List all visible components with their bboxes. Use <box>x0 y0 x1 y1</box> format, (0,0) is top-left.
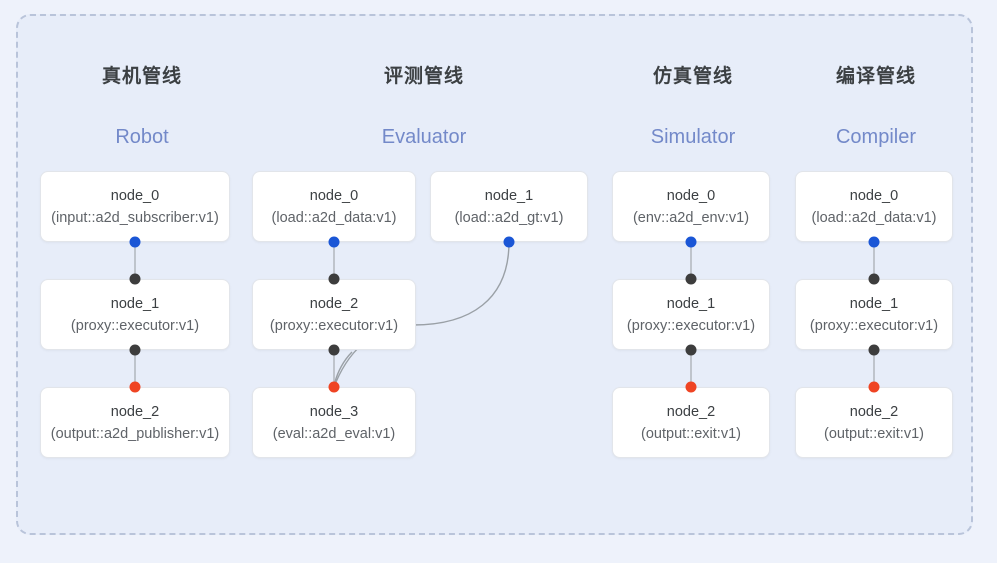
node-label-type: (proxy::executor:v1) <box>809 317 939 334</box>
port-output-robot-0[interactable] <box>129 236 141 248</box>
node-label-type: (env::a2d_env:v1) <box>632 209 750 226</box>
node-label-type: (load::a2d_data:v1) <box>271 209 397 226</box>
column-title-cn-compiler: 编译管线 <box>835 66 916 87</box>
node-label-name: node_2 <box>309 295 359 312</box>
port-output-robot-1[interactable] <box>129 344 141 356</box>
node-label-name: node_0 <box>666 187 716 204</box>
node-evaluator-1[interactable]: node_1 (load::a2d_gt:v1) <box>430 171 588 242</box>
port-input-evaluator-3[interactable] <box>328 381 340 393</box>
column-title-en-simulator: Simulator <box>650 126 736 148</box>
port-output-simulator-0[interactable] <box>685 236 697 248</box>
column-title-cn-simulator: 仿真管线 <box>652 66 733 87</box>
node-label-type: (output::exit:v1) <box>641 425 741 442</box>
port-output-evaluator-0[interactable] <box>328 236 340 248</box>
column-title-en-evaluator: Evaluator <box>381 126 467 148</box>
node-compiler-1[interactable]: node_1 (proxy::executor:v1) <box>795 279 953 350</box>
node-label-type: (input::a2d_subscriber:v1) <box>51 209 219 226</box>
node-label-name: node_2 <box>666 403 716 420</box>
port-output-evaluator-2[interactable] <box>328 344 340 356</box>
port-input-compiler-1[interactable] <box>868 273 880 285</box>
node-label-name: node_1 <box>484 187 534 204</box>
node-label-name: node_0 <box>110 187 160 204</box>
node-label-type: (proxy::executor:v1) <box>269 317 399 334</box>
column-header-robot: 真机管线 Robot <box>42 64 242 150</box>
node-label-type: (output::exit:v1) <box>824 425 924 442</box>
column-header-evaluator: 评测管线 Evaluator <box>324 64 524 150</box>
node-simulator-2[interactable]: node_2 (output::exit:v1) <box>612 387 770 458</box>
column-title-en-robot: Robot <box>115 126 169 148</box>
node-compiler-0[interactable]: node_0 (load::a2d_data:v1) <box>795 171 953 242</box>
node-label-name: node_0 <box>849 187 899 204</box>
port-input-robot-1[interactable] <box>129 273 141 285</box>
node-label-name: node_2 <box>849 403 899 420</box>
node-compiler-2[interactable]: node_2 (output::exit:v1) <box>795 387 953 458</box>
node-label-type: (load::a2d_gt:v1) <box>454 209 564 226</box>
node-label-name: node_2 <box>110 403 160 420</box>
port-output-compiler-1[interactable] <box>868 344 880 356</box>
node-evaluator-0[interactable]: node_0 (load::a2d_data:v1) <box>252 171 416 242</box>
node-label-type: (eval::a2d_eval:v1) <box>272 425 396 442</box>
port-input-simulator-1[interactable] <box>685 273 697 285</box>
column-title-cn-robot: 真机管线 <box>101 66 182 87</box>
node-label-name: node_1 <box>849 295 899 312</box>
port-input-robot-2[interactable] <box>129 381 141 393</box>
node-label-type: (proxy::executor:v1) <box>70 317 200 334</box>
node-robot-1[interactable]: node_1 (proxy::executor:v1) <box>40 279 230 350</box>
node-simulator-0[interactable]: node_0 (env::a2d_env:v1) <box>612 171 770 242</box>
node-label-name: node_1 <box>110 295 160 312</box>
port-input-compiler-2[interactable] <box>868 381 880 393</box>
node-label-name: node_1 <box>666 295 716 312</box>
column-title-en-compiler: Compiler <box>835 126 917 148</box>
port-output-simulator-1[interactable] <box>685 344 697 356</box>
node-label-name: node_0 <box>309 187 359 204</box>
port-input-evaluator-2[interactable] <box>328 273 340 285</box>
column-header-simulator: 仿真管线 Simulator <box>593 64 793 150</box>
column-header-compiler: 编译管线 Compiler <box>776 64 976 150</box>
column-title-cn-evaluator: 评测管线 <box>383 66 464 87</box>
node-label-type: (output::a2d_publisher:v1) <box>50 425 220 442</box>
port-output-compiler-0[interactable] <box>868 236 880 248</box>
node-label-type: (proxy::executor:v1) <box>626 317 756 334</box>
node-label-type: (load::a2d_data:v1) <box>811 209 937 226</box>
port-output-evaluator-1[interactable] <box>503 236 515 248</box>
node-simulator-1[interactable]: node_1 (proxy::executor:v1) <box>612 279 770 350</box>
node-evaluator-2[interactable]: node_2 (proxy::executor:v1) <box>252 279 416 350</box>
node-label-name: node_3 <box>309 403 359 420</box>
node-robot-2[interactable]: node_2 (output::a2d_publisher:v1) <box>40 387 230 458</box>
port-input-simulator-2[interactable] <box>685 381 697 393</box>
node-evaluator-3[interactable]: node_3 (eval::a2d_eval:v1) <box>252 387 416 458</box>
node-robot-0[interactable]: node_0 (input::a2d_subscriber:v1) <box>40 171 230 242</box>
